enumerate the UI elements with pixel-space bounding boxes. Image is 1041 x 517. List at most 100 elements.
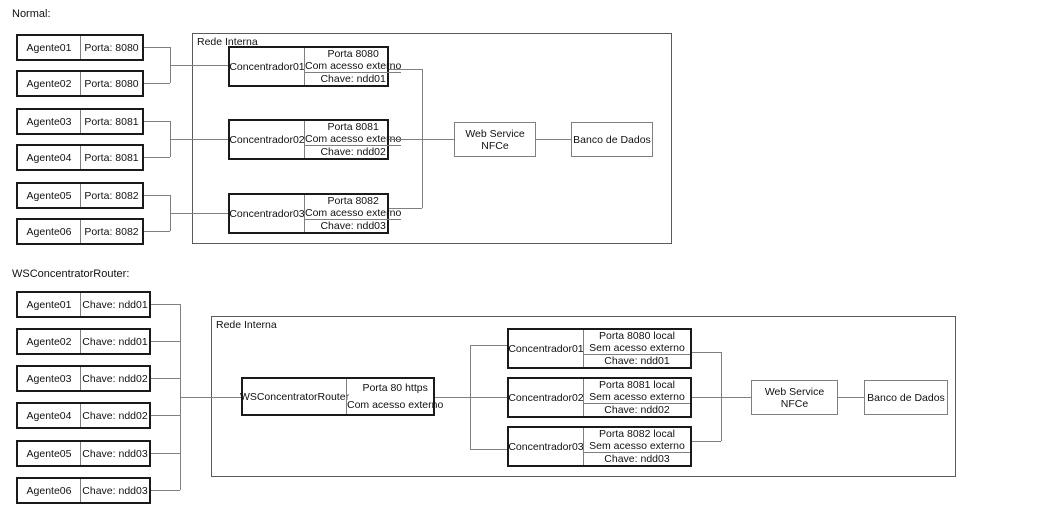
concentrator-name: Concentrador01 <box>508 342 584 355</box>
agent-name: Agente04 <box>26 409 72 422</box>
concentrator-port: Porta 8082 local <box>599 428 675 440</box>
agent-detail: Porta: 8080 <box>84 41 139 54</box>
agent-box[interactable]: Agente02 Porta: 8080 <box>16 70 144 97</box>
concentrator-name: Concentrador01 <box>229 60 305 73</box>
connector-line <box>151 304 180 305</box>
agent-box[interactable]: Agente04 Chave: ndd02 <box>16 402 151 429</box>
connector-line <box>144 47 170 48</box>
connector-line <box>692 352 721 353</box>
network-boundary-normal: Rede Interna <box>192 33 672 244</box>
concentrator-key: Chave: ndd02 <box>584 403 690 416</box>
agent-name: Agente05 <box>26 447 72 460</box>
concentrator-access: Com acesso externo <box>305 207 402 219</box>
database-box[interactable]: Banco de Dados <box>864 380 948 415</box>
agent-box[interactable]: Agente06 Chave: ndd03 <box>16 477 151 504</box>
web-service-box[interactable]: Web Service NFCe <box>751 380 838 415</box>
agent-detail: Chave: ndd02 <box>82 409 148 422</box>
concentrator-key: Chave: ndd01 <box>584 354 690 367</box>
connector-line <box>470 345 507 346</box>
agent-detail: Porta: 8081 <box>84 151 139 164</box>
concentrator-port: Porta 8080 local <box>599 330 675 342</box>
connector-line <box>151 341 180 342</box>
connector-line <box>721 352 722 441</box>
agent-name: Agente06 <box>26 484 72 497</box>
connector-line <box>838 397 864 398</box>
router-name: WSConcentratorRouter <box>239 390 350 403</box>
agent-box[interactable]: Agente01 Porta: 8080 <box>16 34 144 61</box>
concentrator-name: Concentrador02 <box>508 391 584 404</box>
agent-detail: Porta: 8081 <box>84 115 139 128</box>
concentrator-name: Concentrador03 <box>229 207 305 220</box>
concentrator-port: Porta 8082 <box>327 195 379 207</box>
connector-line <box>144 195 170 196</box>
concentrator-box[interactable]: Concentrador01 Porta 8080 Com acesso ext… <box>228 46 402 87</box>
concentrator-box[interactable]: Concentrador01 Porta 8080 local Sem aces… <box>507 328 692 369</box>
concentrator-box[interactable]: Concentrador03 Porta 8082 local Sem aces… <box>507 426 692 467</box>
agent-name: Agente01 <box>26 298 72 311</box>
concentrator-box[interactable]: Concentrador02 Porta 8081 Com acesso ext… <box>228 119 402 160</box>
connector-line <box>170 139 228 140</box>
network-boundary-wsrouter: Rede Interna <box>211 316 956 477</box>
connector-line <box>435 397 507 398</box>
concentrator-box[interactable]: Concentrador02 Porta 8081 local Sem aces… <box>507 377 692 418</box>
connector-line <box>536 139 571 140</box>
concentrator-box[interactable]: Concentrador03 Porta 8082 Com acesso ext… <box>228 193 402 234</box>
concentrator-name: Concentrador03 <box>508 440 584 453</box>
agent-name: Agente06 <box>26 225 72 238</box>
web-service-box[interactable]: Web Service NFCe <box>454 122 536 157</box>
connector-line <box>144 83 170 84</box>
connector-line <box>389 139 454 140</box>
agent-box[interactable]: Agente03 Chave: ndd02 <box>16 365 151 392</box>
agent-name: Agente03 <box>26 372 72 385</box>
connector-line <box>170 65 228 66</box>
agent-name: Agente02 <box>26 77 72 90</box>
ws-concentrator-router-box[interactable]: WSConcentratorRouter Porta 80 https Com … <box>239 377 443 416</box>
agent-detail: Porta: 8082 <box>84 225 139 238</box>
section-caption-wsrouter: WSConcentratorRouter: <box>12 268 130 280</box>
concentrator-access: Com acesso externo <box>305 133 402 145</box>
database-box[interactable]: Banco de Dados <box>571 122 653 157</box>
agent-name: Agente05 <box>26 189 72 202</box>
agent-detail: Porta: 8082 <box>84 189 139 202</box>
agent-box[interactable]: Agente02 Chave: ndd01 <box>16 328 151 355</box>
concentrator-name: Concentrador02 <box>229 133 305 146</box>
concentrator-key: Chave: ndd02 <box>305 145 402 158</box>
connector-line <box>144 231 170 232</box>
agent-box[interactable]: Agente05 Chave: ndd03 <box>16 440 151 467</box>
agent-detail: Chave: ndd03 <box>82 447 148 460</box>
agent-box[interactable]: Agente06 Porta: 8082 <box>16 218 144 245</box>
concentrator-access: Sem acesso externo <box>589 342 685 354</box>
router-port: Porta 80 https <box>362 381 428 394</box>
agent-box[interactable]: Agente05 Porta: 8082 <box>16 182 144 209</box>
agent-detail: Chave: ndd01 <box>82 335 148 348</box>
network-boundary-label: Rede Interna <box>197 36 258 48</box>
connector-line <box>144 121 170 122</box>
connector-line <box>151 415 180 416</box>
agent-name: Agente04 <box>26 151 72 164</box>
agent-detail: Chave: ndd02 <box>82 372 148 385</box>
agent-detail: Porta: 8080 <box>84 77 139 90</box>
connector-line <box>151 490 180 491</box>
agent-detail: Chave: ndd03 <box>82 484 148 497</box>
agent-name: Agente03 <box>26 115 72 128</box>
connector-line <box>470 449 507 450</box>
agent-name: Agente01 <box>26 41 72 54</box>
connector-line <box>151 378 180 379</box>
concentrator-port: Porta 8081 <box>327 121 379 133</box>
concentrator-key: Chave: ndd03 <box>305 219 402 232</box>
section-caption-normal: Normal: <box>12 8 51 20</box>
agent-box[interactable]: Agente04 Porta: 8081 <box>16 144 144 171</box>
agent-detail: Chave: ndd01 <box>82 298 148 311</box>
connector-line <box>389 69 422 70</box>
concentrator-port: Porta 8080 <box>327 48 379 60</box>
agent-box[interactable]: Agente01 Chave: ndd01 <box>16 291 151 318</box>
connector-line <box>180 397 241 398</box>
connector-line <box>170 213 228 214</box>
concentrator-access: Sem acesso externo <box>589 440 685 452</box>
concentrator-key: Chave: ndd03 <box>584 452 690 465</box>
agent-box[interactable]: Agente03 Porta: 8081 <box>16 108 144 135</box>
concentrator-port: Porta 8081 local <box>599 379 675 391</box>
concentrator-access: Sem acesso externo <box>589 391 685 403</box>
connector-line <box>470 345 471 449</box>
